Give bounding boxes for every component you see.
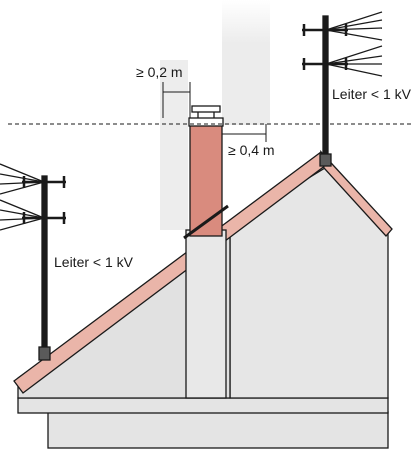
foundation xyxy=(47,411,389,449)
smoke-column-left xyxy=(160,60,188,230)
antenna-right-mast xyxy=(322,15,329,161)
clearance-top-label: ≥ 0,2 m xyxy=(136,64,183,80)
chimney-shaft xyxy=(185,229,227,399)
conductor-right-label: Leiter < 1 kV xyxy=(332,86,411,102)
smoke-column xyxy=(222,0,270,125)
chimney xyxy=(189,124,223,237)
eave-board xyxy=(17,397,389,414)
antenna-left-mast xyxy=(41,175,48,353)
antenna-left-foot xyxy=(38,346,51,361)
chimney-flashing xyxy=(183,204,229,240)
antenna-right-foot xyxy=(319,153,332,167)
antenna-left xyxy=(0,163,66,361)
chimney-cap xyxy=(191,105,221,113)
chimney-cap-base xyxy=(188,117,224,127)
clearance-side-label: ≥ 0,4 m xyxy=(228,142,275,158)
antenna-right xyxy=(302,11,383,167)
conductor-left-label: Leiter < 1 kV xyxy=(54,254,133,270)
